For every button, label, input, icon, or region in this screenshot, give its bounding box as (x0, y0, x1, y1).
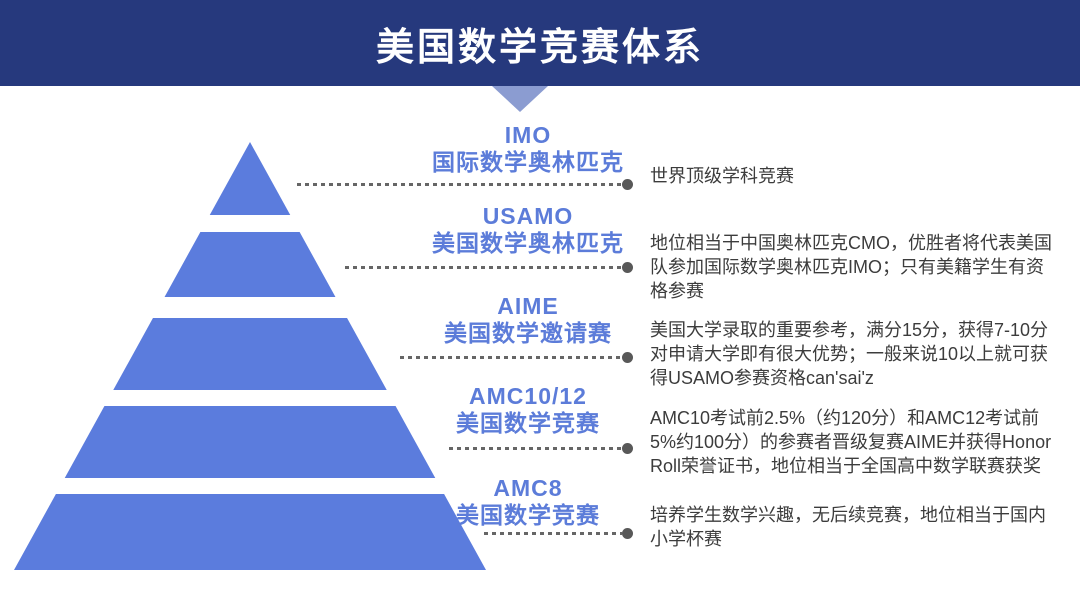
pyramid-diagram (14, 142, 486, 570)
pyramid-tier-amc8 (14, 494, 486, 570)
pyramid-tier-imo (209, 142, 291, 215)
level-name-cn: 美国数学竞赛 (456, 410, 600, 436)
level-code-label: AMC8 (493, 475, 563, 501)
connector-dotted-line (297, 183, 622, 186)
level-name-cn: 国际数学奥林匹克 (432, 149, 624, 175)
connector-dotted-line (449, 447, 622, 450)
level-label: AMC10/12 美国数学竞赛 (378, 383, 678, 437)
level-description: 地位相当于中国奥林匹克CMO，优胜者将代表美国队参加国际数学奥林匹克IMO；只有… (650, 233, 1052, 301)
connector-dot (622, 528, 633, 539)
banner-arrow-down-icon (492, 86, 548, 112)
connector-dotted-line (345, 266, 622, 269)
level-code-label: IMO (504, 122, 552, 148)
level-label: IMO 国际数学奥林匹克 (378, 122, 678, 176)
level-code-label: AMC10/12 (469, 383, 587, 409)
level-description: 美国大学录取的重要参考，满分15分，获得7-10分对申请大学即有很大优势；一般来… (650, 320, 1049, 388)
level-name-cn: 美国数学奥林匹克 (432, 230, 624, 256)
level-code-label: USAMO (482, 203, 574, 229)
level-description: 世界顶级学科竞赛 (650, 166, 794, 186)
level-name-cn: 美国数学邀请赛 (444, 320, 612, 346)
connector-dotted-line (484, 532, 622, 535)
pyramid-tier-aime (113, 318, 387, 390)
connector-dotted-line (400, 356, 622, 359)
pyramid-tier-amc1012 (64, 406, 436, 478)
level-code-label: AIME (497, 293, 559, 319)
title-banner: 美国数学竞赛体系 (0, 0, 1080, 86)
level-name-cn: 美国数学竞赛 (456, 502, 600, 528)
connector-dot (622, 179, 633, 190)
connector-dot (622, 443, 633, 454)
page-title: 美国数学竞赛体系 (375, 26, 704, 69)
pyramid-tier-usamo (164, 232, 336, 297)
level-label: USAMO 美国数学奥林匹克 (378, 203, 678, 257)
connector-dot (622, 262, 633, 273)
connector-dot (622, 352, 633, 363)
level-label: AMC8 美国数学竞赛 (378, 475, 678, 529)
level-description: 培养学生数学兴趣，无后续竞赛，地位相当于国内小学杯赛 (650, 505, 1046, 549)
level-label: AIME 美国数学邀请赛 (378, 293, 678, 347)
level-description: AMC10考试前2.5%（约120分）和AMC12考试前5%约100分）的参赛者… (650, 408, 1052, 476)
